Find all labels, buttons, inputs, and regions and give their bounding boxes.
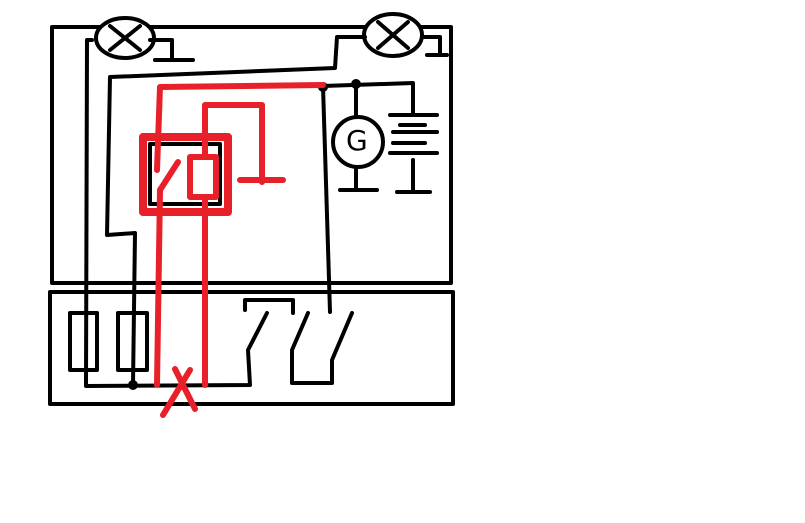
upper-box xyxy=(50,25,453,285)
ground-symbols xyxy=(148,35,449,62)
cross-mark-icon xyxy=(160,366,198,418)
lower-box xyxy=(48,290,455,406)
generator-icon xyxy=(331,115,385,169)
black-wires xyxy=(84,35,415,388)
lamp-left-icon xyxy=(94,16,156,60)
generator-label: G xyxy=(346,124,368,157)
upper-panel xyxy=(50,25,453,285)
red-highlight-wires xyxy=(139,82,326,418)
fuse-icons xyxy=(68,311,149,372)
battery-icon xyxy=(388,113,439,194)
lower-panel xyxy=(48,290,455,406)
lamp-right-icon xyxy=(362,12,424,58)
